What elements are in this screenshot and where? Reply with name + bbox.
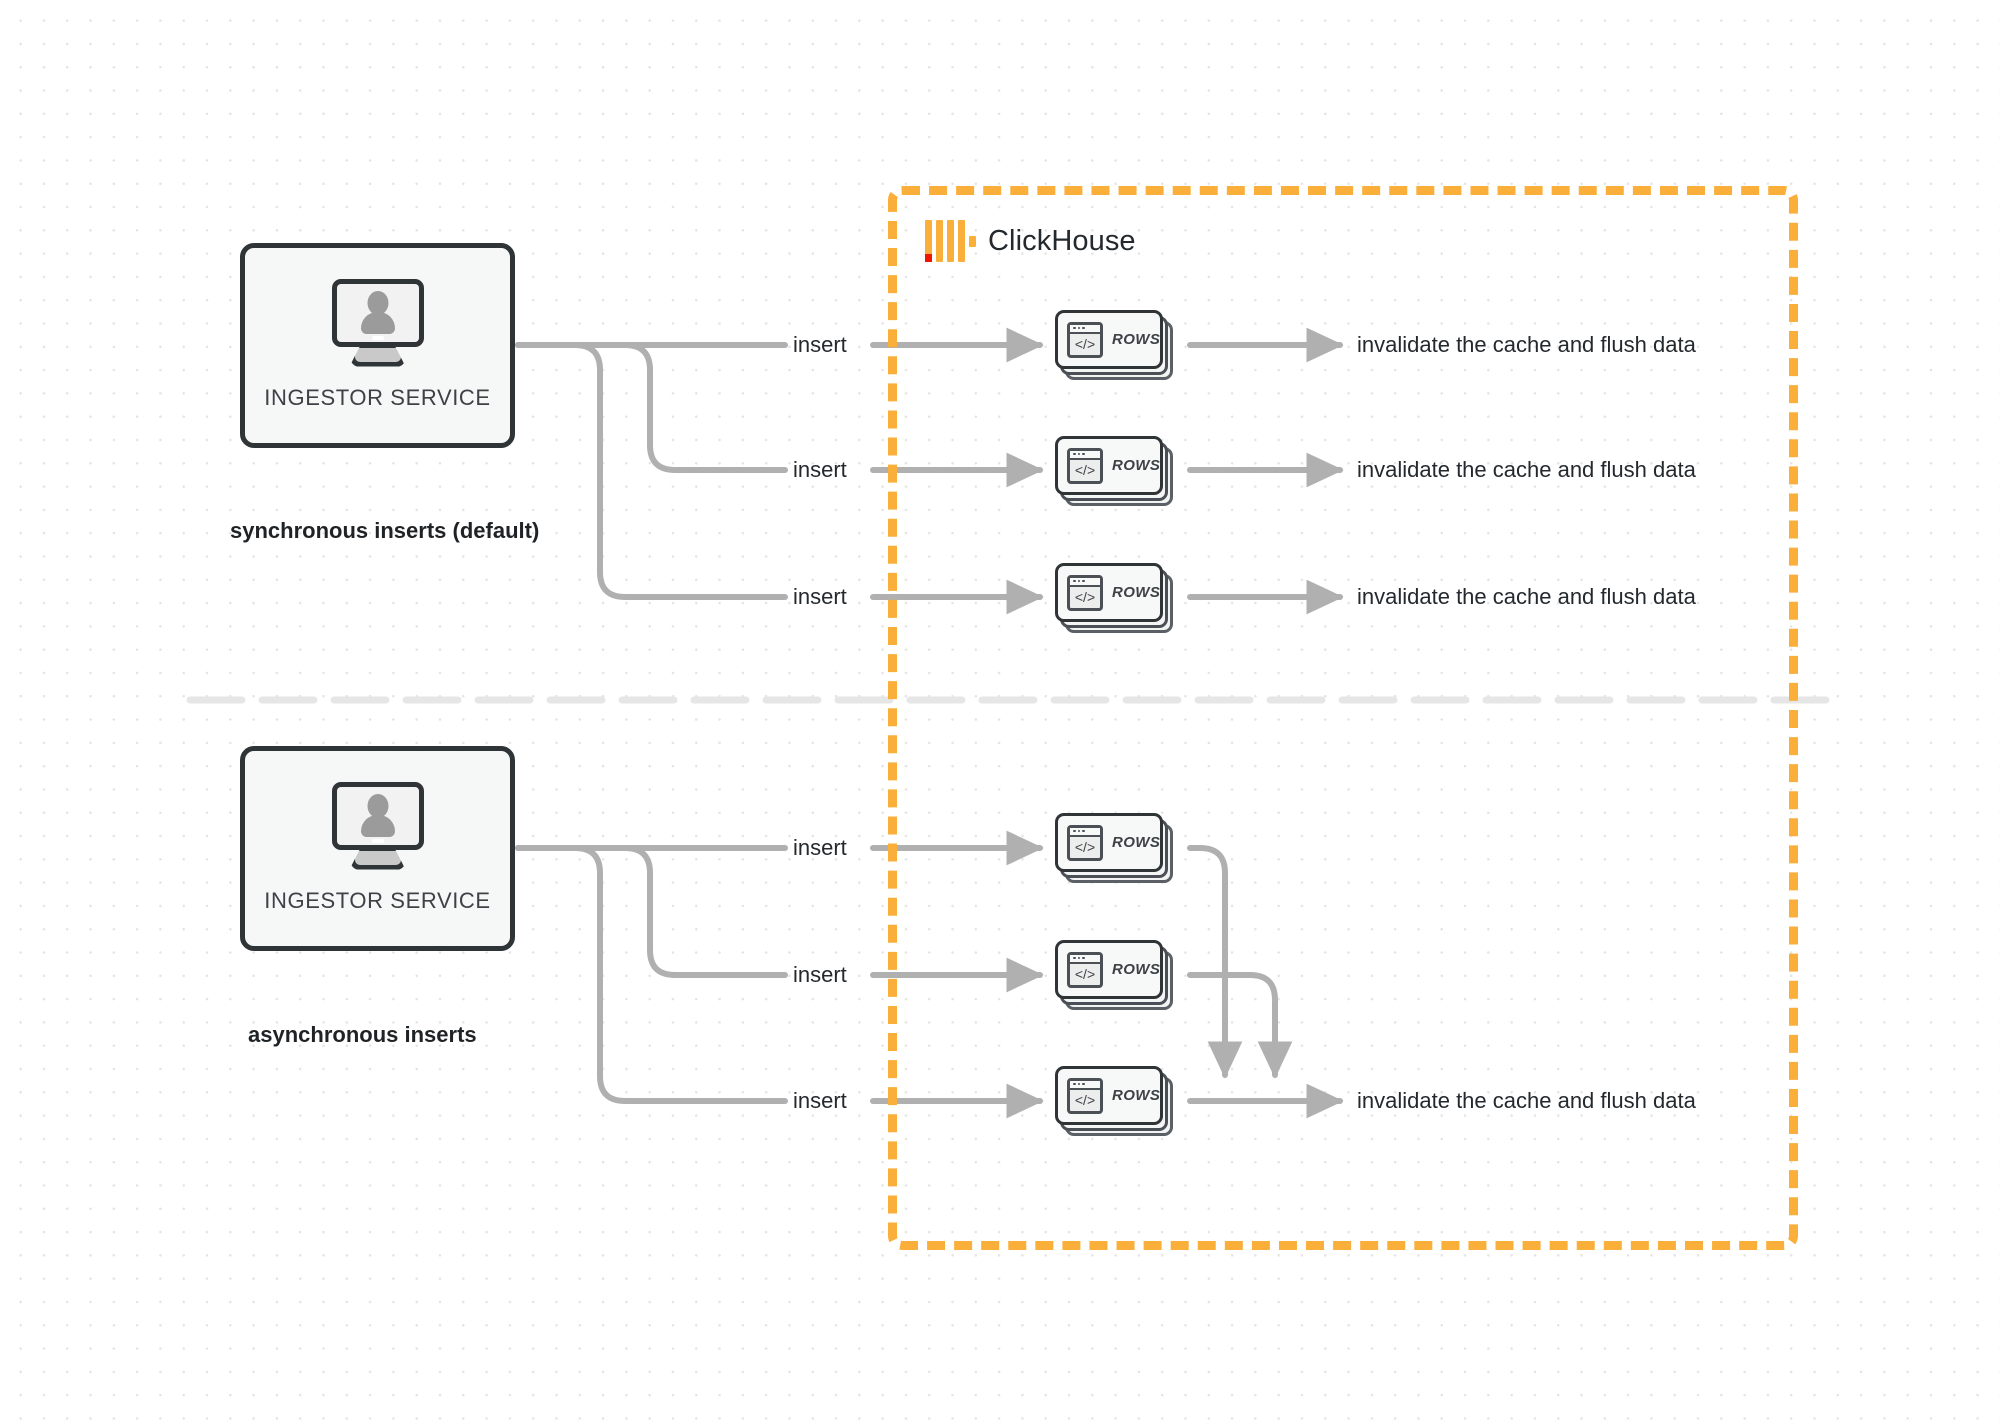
rows-card-sync-2[interactable]: </> ROWS [1055,436,1173,506]
caption-synchronous: synchronous inserts (default) [230,518,540,543]
insert-label-async-2: insert [793,962,847,987]
insert-label-sync-2: insert [793,457,847,482]
caption-asynchronous: asynchronous inserts [248,1022,477,1047]
clickhouse-brand: ClickHouse [925,220,1136,262]
monitor-user-icon [328,278,428,369]
rows-card-sync-2-label: ROWS [1112,457,1161,474]
rows-card-async-3[interactable]: </> ROWS [1055,1066,1173,1136]
wire-sync-lane3 [515,342,788,600]
result-label-sync-3: invalidate the cache and flush data [1357,584,1696,609]
code-window-icon: </> [1067,951,1103,988]
rows-card-async-1[interactable]: </> ROWS [1055,813,1173,883]
rows-card-sync-3[interactable]: </> ROWS [1055,563,1173,633]
ingestor-service-async[interactable]: INGESTOR SERVICE [240,746,515,951]
insert-label-sync-3: insert [793,584,847,609]
monitor-user-icon [328,781,428,872]
rows-card-sync-3-label: ROWS [1112,584,1161,601]
insert-label-sync-1: insert [793,332,847,357]
wire-async-lane2 [515,845,788,978]
insert-label-async-1: insert [793,835,847,860]
clickhouse-wordmark: ClickHouse [988,224,1136,257]
rows-card-async-2[interactable]: </> ROWS [1055,940,1173,1010]
ingestor-service-async-label: INGESTOR SERVICE [264,887,491,913]
ingestor-service-sync-label: INGESTOR SERVICE [264,384,491,410]
clickhouse-boundary [888,186,1798,1250]
result-label-async: invalidate the cache and flush data [1357,1088,1696,1113]
code-window-icon: </> [1067,574,1103,611]
ingestor-service-sync[interactable]: INGESTOR SERVICE [240,243,515,448]
clickhouse-logo-icon [925,220,976,262]
result-label-sync-1: invalidate the cache and flush data [1357,332,1696,357]
code-window-icon: </> [1067,321,1103,358]
rows-card-async-1-label: ROWS [1112,834,1161,851]
rows-card-sync-1-label: ROWS [1112,331,1161,348]
wire-sync-lane2 [515,342,788,473]
code-window-icon: </> [1067,1077,1103,1114]
code-window-icon: </> [1067,447,1103,484]
wire-async-lane3 [515,845,788,1104]
rows-card-sync-1[interactable]: </> ROWS [1055,310,1173,380]
result-label-sync-2: invalidate the cache and flush data [1357,457,1696,482]
rows-card-async-2-label: ROWS [1112,961,1161,978]
insert-label-async-3: insert [793,1088,847,1113]
rows-card-async-3-label: ROWS [1112,1087,1161,1104]
code-window-icon: </> [1067,824,1103,861]
